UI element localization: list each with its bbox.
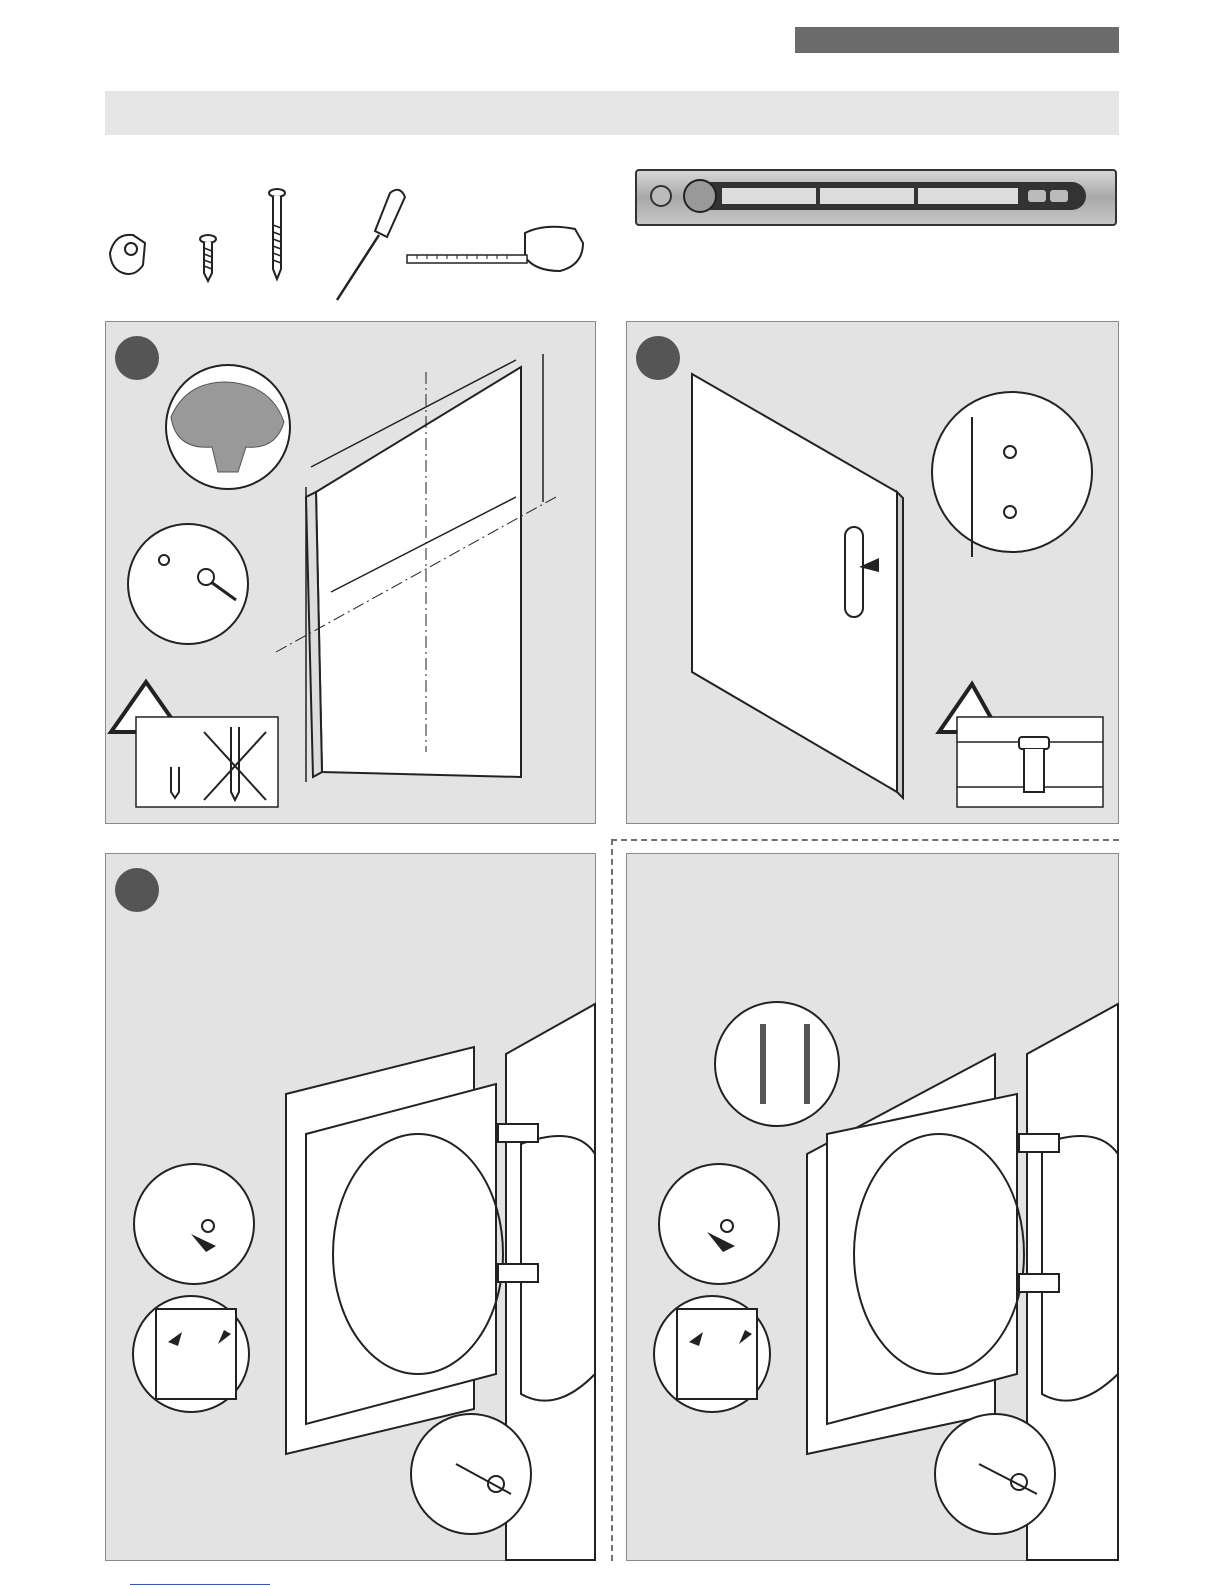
header-tab xyxy=(795,27,1119,53)
screwdriver-icon xyxy=(337,190,405,300)
tools-illustration xyxy=(105,185,605,310)
step-2-panel xyxy=(626,321,1119,824)
handle-icon xyxy=(845,527,863,617)
step-3-panel xyxy=(105,853,596,1561)
start-button-icon xyxy=(1028,190,1046,202)
program-dial-icon xyxy=(684,180,716,212)
panel-alignment-callout xyxy=(715,1002,839,1126)
bottom-screw-callout xyxy=(411,1414,531,1534)
handle-detail-callout xyxy=(932,392,1092,552)
screw-detail-callout xyxy=(134,1164,254,1284)
step-1-panel xyxy=(105,321,596,824)
long-screw-icon xyxy=(269,189,285,279)
footer-link[interactable] xyxy=(130,1566,270,1585)
short-screw-icon xyxy=(200,235,216,281)
pause-button-icon xyxy=(1050,190,1068,202)
power-button-icon xyxy=(651,186,671,206)
step-4-panel xyxy=(626,853,1119,1561)
title-band xyxy=(105,91,1119,135)
divider-horizontal xyxy=(611,839,1119,841)
control-panel-illustration xyxy=(636,170,1117,226)
screw-detail-callout xyxy=(659,1164,779,1284)
screw-detail-callout xyxy=(128,524,248,644)
tape-measure-icon xyxy=(407,227,583,271)
bottom-screw-callout xyxy=(935,1414,1055,1534)
divider-vertical xyxy=(611,839,613,1561)
hinge-clip-icon xyxy=(110,235,145,274)
